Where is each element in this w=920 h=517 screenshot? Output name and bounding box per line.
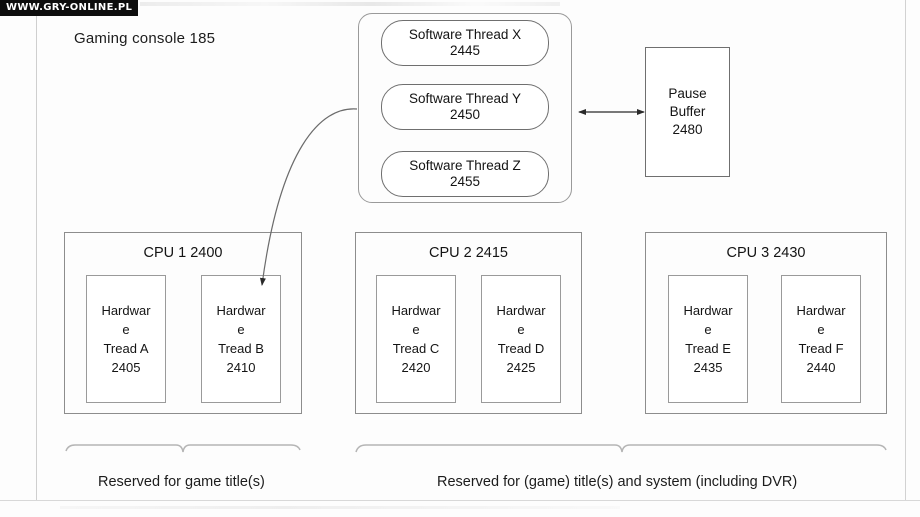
software-thread-y-ref: 2450 — [449, 107, 481, 122]
hardware-tread-b-line2: e — [237, 322, 245, 337]
pause-buffer-ref: 2480 — [672, 122, 703, 137]
software-thread-y-box: Software Thread Y 2450 — [381, 84, 549, 130]
hardware-tread-e-box: Hardwar e Tread E 2435 — [668, 275, 748, 403]
hardware-tread-c-line2: e — [412, 322, 420, 337]
watermark-gry-online: WWW.GRY-ONLINE.PL — [0, 0, 139, 16]
software-thread-x-label: Software Thread X — [408, 27, 522, 42]
hardware-tread-b-line1: Hardwar — [216, 303, 266, 318]
hardware-tread-d-line3: Tread D — [497, 341, 545, 356]
hardware-tread-a-box: Hardwar e Tread A 2405 — [86, 275, 166, 403]
caption-reserved-game-titles: Reserved for game title(s) — [98, 474, 265, 490]
hardware-tread-d-line2: e — [517, 322, 525, 337]
hardware-tread-f-line1: Hardwar — [796, 303, 846, 318]
hardware-tread-d-ref: 2425 — [506, 360, 536, 375]
hardware-tread-a-ref: 2405 — [111, 360, 141, 375]
hardware-tread-c-box: Hardwar e Tread C 2420 — [376, 275, 456, 403]
hardware-tread-a-line3: Tread A — [103, 341, 149, 356]
page-border-bottom — [0, 500, 920, 501]
page-border-left — [36, 8, 37, 500]
hardware-tread-f-box: Hardwar e Tread F 2440 — [781, 275, 861, 403]
hardware-tread-a-line2: e — [122, 322, 130, 337]
hardware-tread-c-line1: Hardwar — [391, 303, 441, 318]
hardware-tread-d-box: Hardwar e Tread D 2425 — [481, 275, 561, 403]
hardware-tread-e-ref: 2435 — [693, 360, 723, 375]
hardware-tread-e-line3: Tread E — [685, 341, 731, 356]
brace-reserved-system-dvr — [355, 444, 887, 453]
software-thread-x-box: Software Thread X 2445 — [381, 20, 549, 66]
page-border-right — [905, 0, 906, 500]
brace-reserved-game-titles — [65, 444, 301, 453]
cpu-2-title: CPU 2 2415 — [429, 245, 508, 261]
hardware-tread-b-box: Hardwar e Tread B 2410 — [201, 275, 281, 403]
software-thread-y-label: Software Thread Y — [408, 91, 522, 106]
pause-buffer-line2: Buffer — [669, 104, 706, 119]
hardware-tread-b-line3: Tread B — [218, 341, 264, 356]
hardware-tread-b-ref: 2410 — [226, 360, 256, 375]
software-thread-x-ref: 2445 — [449, 43, 481, 58]
cpu-2-group: CPU 2 2415 Hardwar e Tread C 2420 Hardwa… — [355, 232, 582, 414]
hardware-tread-a-line1: Hardwar — [101, 303, 151, 318]
scan-artifact-bottom — [60, 506, 620, 509]
hardware-tread-c-ref: 2420 — [401, 360, 431, 375]
software-thread-group-container — [358, 13, 572, 203]
hardware-tread-e-line2: e — [704, 322, 712, 337]
pause-buffer-line1: Pause — [668, 86, 707, 101]
cpu-3-group: CPU 3 2430 Hardwar e Tread E 2435 Hardwa… — [645, 232, 887, 414]
gaming-console-title: Gaming console 185 — [74, 30, 216, 47]
hardware-tread-f-line2: e — [817, 322, 825, 337]
software-thread-z-ref: 2455 — [449, 174, 481, 189]
cpu-1-title: CPU 1 2400 — [143, 245, 223, 261]
software-thread-z-label: Software Thread Z — [409, 158, 521, 173]
software-thread-z-box: Software Thread Z 2455 — [381, 151, 549, 197]
hardware-tread-d-line1: Hardwar — [496, 303, 546, 318]
scan-artifact-top — [140, 2, 560, 6]
hardware-tread-c-line3: Tread C — [392, 341, 440, 356]
hardware-tread-f-ref: 2440 — [806, 360, 836, 375]
hardware-tread-f-line3: Tread F — [798, 341, 844, 356]
caption-reserved-system-dvr: Reserved for (game) title(s) and system … — [437, 474, 798, 490]
pause-buffer-box: Pause Buffer 2480 — [645, 47, 730, 177]
cpu-3-title: CPU 3 2430 — [726, 245, 806, 261]
cpu-1-group: CPU 1 2400 Hardwar e Tread A 2405 Hardwa… — [64, 232, 302, 414]
hardware-tread-e-line1: Hardwar — [683, 303, 733, 318]
